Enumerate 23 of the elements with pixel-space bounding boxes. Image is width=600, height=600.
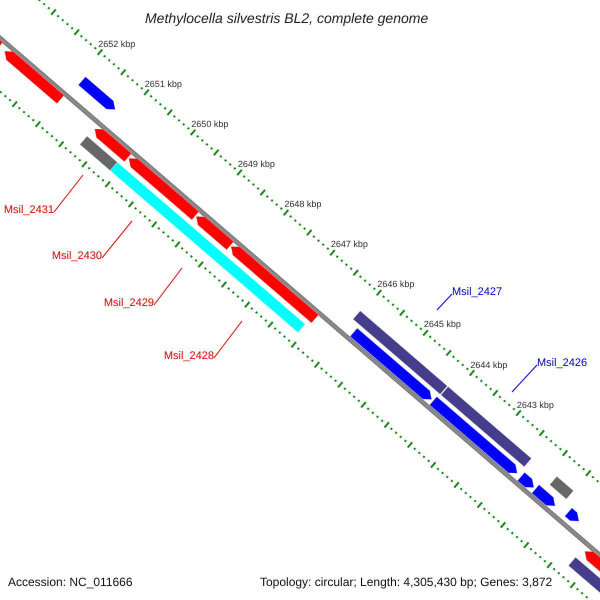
gene-label: Msil_2431 — [0, 203, 54, 217]
tick-label: 2652 kbp — [98, 40, 136, 49]
leader-line — [214, 320, 242, 358]
tick-label: 2646 kbp — [377, 280, 414, 290]
gene-label: Msil_2426 — [537, 356, 593, 370]
genome-title: Methylocella silvestris BL2, complete genome — [145, 9, 428, 28]
leader-line — [154, 268, 182, 306]
tick-label: 2643 kbp — [516, 400, 554, 410]
tick-label: 2647 kbp — [330, 240, 368, 250]
gene-label: Msil_2427 — [452, 285, 508, 299]
tick-label: 2645 kbp — [424, 320, 461, 330]
gene-label: Msil_2429 — [100, 296, 154, 310]
tick-label: 2648 kbp — [284, 200, 322, 210]
leader-line — [54, 174, 84, 212]
tick-label: 2644 kbp — [470, 360, 508, 370]
leader-line — [102, 220, 132, 258]
gene-label: Msil_2428 — [160, 349, 214, 363]
gene-label: Msil_2430 — [48, 249, 102, 263]
leader-line — [436, 294, 452, 310]
tick-label: 2650 kbp — [191, 120, 228, 129]
leader-line — [512, 364, 538, 392]
tick-label: 2649 kbp — [238, 160, 275, 170]
tick-label: 2651 kbp — [144, 80, 182, 89]
